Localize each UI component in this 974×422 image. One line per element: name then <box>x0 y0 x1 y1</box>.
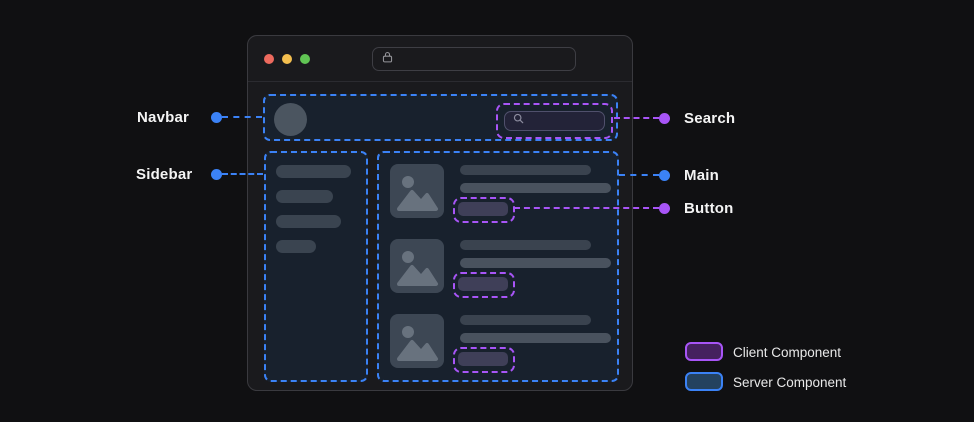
browser-window <box>247 35 633 391</box>
close-window-button[interactable] <box>264 54 274 64</box>
client-component-legend-label: Client Component <box>733 345 842 360</box>
sidebar-item-placeholder <box>276 190 333 203</box>
button-component <box>453 272 515 298</box>
search-component <box>496 103 613 139</box>
search-icon <box>512 112 525 130</box>
main-annotation-label: Main <box>684 167 719 184</box>
card-button[interactable] <box>458 277 508 291</box>
image-icon <box>390 314 444 368</box>
sidebar-item-placeholder <box>276 240 316 253</box>
button-annotation-label: Button <box>684 200 734 217</box>
card-button[interactable] <box>458 202 508 216</box>
button-component <box>453 347 515 373</box>
sidebar-connector <box>222 173 263 175</box>
feed-card <box>390 314 611 373</box>
button-component <box>453 197 515 223</box>
image-icon <box>390 164 444 218</box>
text-placeholder <box>460 333 611 343</box>
lock-icon <box>381 50 394 69</box>
main-connector <box>619 174 659 176</box>
navbar-annotation-label: Navbar <box>137 109 190 126</box>
sidebar-item-placeholder <box>276 165 351 178</box>
navbar-dot <box>211 112 222 123</box>
search-connector <box>614 117 659 119</box>
browser-titlebar <box>248 36 632 82</box>
text-placeholder <box>460 240 591 250</box>
text-placeholder <box>460 183 611 193</box>
search-dot <box>659 113 670 124</box>
button-dot <box>659 203 670 214</box>
navbar-connector <box>222 116 262 118</box>
server-component-legend-label: Server Component <box>733 375 847 390</box>
search-annotation-label: Search <box>684 110 736 127</box>
main-dot <box>659 170 670 181</box>
text-placeholder <box>460 165 591 175</box>
sidebar-item-placeholder <box>276 215 341 228</box>
button-connector <box>514 207 659 209</box>
card-button[interactable] <box>458 352 508 366</box>
feed-card <box>390 164 611 223</box>
server-component-swatch <box>685 372 723 391</box>
zoom-window-button[interactable] <box>300 54 310 64</box>
feed-card <box>390 239 611 298</box>
main-component <box>377 151 619 382</box>
address-bar[interactable] <box>372 47 576 71</box>
client-component-swatch <box>685 342 723 361</box>
sidebar-dot <box>211 169 222 180</box>
text-placeholder <box>460 315 591 325</box>
sidebar-component <box>264 151 368 382</box>
image-icon <box>390 239 444 293</box>
navbar-component <box>263 94 618 141</box>
search-input[interactable] <box>504 111 605 131</box>
minimize-window-button[interactable] <box>282 54 292 64</box>
text-placeholder <box>460 258 611 268</box>
avatar <box>274 103 307 136</box>
sidebar-annotation-label: Sidebar <box>136 166 193 183</box>
traffic-lights <box>264 54 310 64</box>
